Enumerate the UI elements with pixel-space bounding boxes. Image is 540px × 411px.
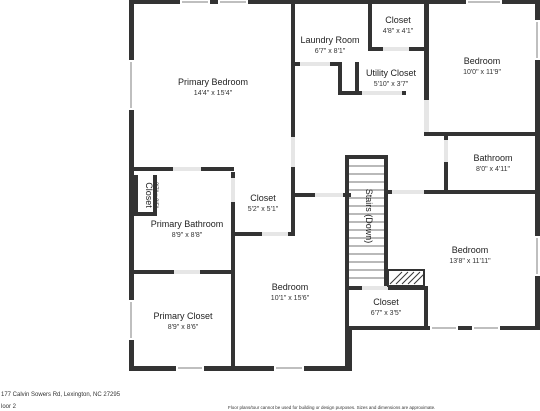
- room-stairs-name: Stairs (Down): [364, 189, 374, 244]
- room-closet-bottom-name: Closet: [373, 297, 399, 307]
- wall-bedroom-bottom-right: [345, 236, 349, 371]
- wall-utility-left: [338, 62, 342, 92]
- room-primary-bedroom-name: Primary Bedroom: [178, 77, 248, 87]
- window-bottom-2-pane: [276, 367, 302, 369]
- wall-stairs-right: [384, 155, 388, 287]
- room-bathroom-name: Bathroom: [473, 153, 512, 163]
- wall-primary-bedroom-bottom-right: [291, 167, 295, 193]
- window-left-2-pane: [130, 302, 132, 338]
- room-bedroom-top-right-name: Bedroom: [464, 56, 501, 66]
- wall-primary-bedroom-right: [291, 0, 295, 137]
- window-bottom-4-pane: [474, 327, 498, 329]
- wall-utility-inner: [355, 62, 359, 95]
- room-laundry-dims: 6'7" x 8'1": [315, 48, 346, 55]
- wall-bottom-left: [129, 366, 352, 371]
- window-left-1-pane: [130, 62, 132, 108]
- wall-closet-mid-right: [291, 193, 295, 236]
- room-primary-bedroom-dims: 14'4" x 15'4": [194, 90, 233, 97]
- wall-bathroom-bottom: [424, 190, 540, 194]
- wall-bottom-step: [347, 326, 352, 371]
- door-closet-mid: [262, 232, 288, 236]
- wall-top-outer: [129, 0, 540, 4]
- wall-stairs-top: [345, 155, 388, 159]
- door-bathroom: [444, 140, 448, 162]
- room-laundry-name: Laundry Room: [300, 35, 359, 45]
- window-top-3-pane: [468, 1, 500, 3]
- door-closet-left: [231, 178, 235, 202]
- door-bedroom-top-right: [424, 100, 429, 132]
- door-primary-bathroom: [173, 167, 201, 171]
- room-bedroom-bottom-name: Bedroom: [272, 282, 309, 292]
- window-bottom-1-pane: [178, 367, 202, 369]
- stairs-treads: [349, 165, 384, 279]
- room-closet-top-dims: 4'8" x 4'1": [383, 28, 414, 35]
- hatched-chase: [387, 269, 425, 287]
- room-primary-bathroom-name: Primary Bathroom: [151, 219, 224, 229]
- wall-right-outer: [535, 0, 540, 330]
- window-right-1-pane: [536, 22, 538, 58]
- openings: [129, 0, 540, 371]
- address-label: 177 Calvin Sowers Rd, Lexington, NC 2729…: [1, 392, 121, 398]
- room-bedroom-right-dims: 13'8" x 11'11": [449, 258, 491, 265]
- floor-label: loor 2: [1, 404, 17, 410]
- door-laundry: [300, 62, 330, 66]
- room-closet-mid-dims: 5'2" x 5'1": [248, 206, 279, 213]
- wall-left-outer: [129, 0, 134, 371]
- wall-closet-bottom-right: [424, 286, 428, 330]
- wall-stairs-right-return: [384, 190, 394, 194]
- room-bedroom-top-right-dims: 10'0" x 11'9": [463, 69, 501, 76]
- room-labels: Primary Bedroom 14'4" x 15'4" Laundry Ro…: [144, 15, 513, 331]
- room-closet-mid-name: Closet: [250, 193, 276, 203]
- window-right-2-pane: [536, 238, 538, 274]
- room-primary-closet-dims: 8'9" x 8'6": [168, 324, 199, 331]
- wall-closet-left-inner-left: [134, 175, 138, 215]
- wall-bedroom-tr-bottom: [424, 132, 540, 136]
- room-bedroom-bottom-dims: 10'1" x 15'6": [271, 295, 310, 302]
- room-primary-closet-name: Primary Closet: [153, 311, 213, 321]
- door-closet-top: [383, 47, 409, 51]
- door-bedroom-bottom: [315, 193, 343, 197]
- door-primary-closet: [174, 270, 200, 274]
- room-primary-bathroom-dims: 8'9" x 8'8": [172, 232, 203, 239]
- room-bathroom-dims: 8'0" x 4'11": [476, 166, 510, 173]
- disclaimer-text: Floor plans/tour cannot be used for buil…: [228, 405, 436, 410]
- wall-bedroom-tr-left: [424, 0, 429, 100]
- room-utility-closet-dims: 5'10" x 3'7": [374, 81, 409, 88]
- door-primary-bedroom: [291, 137, 295, 167]
- room-closet-left-name: Closet: [144, 182, 154, 208]
- floor-area: [130, 0, 540, 370]
- window-bottom-3-pane: [432, 327, 456, 329]
- room-closet-bottom-dims: 6'7" x 3'5": [371, 310, 402, 317]
- window-top-2-pane: [220, 1, 246, 3]
- wall-closet-left-bottom: [134, 212, 157, 216]
- room-closet-top-name: Closet: [385, 15, 411, 25]
- window-top-1-pane: [182, 1, 208, 3]
- wall-closet-left-right: [153, 175, 157, 215]
- room-closet-left-dims: 2'7" x 3'5": [152, 182, 158, 208]
- room-bedroom-right-name: Bedroom: [452, 245, 489, 255]
- room-utility-closet-name: Utility Closet: [366, 68, 417, 78]
- door-bedroom-right: [392, 190, 424, 194]
- wall-closet-top-left: [368, 0, 372, 50]
- door-utility: [362, 91, 402, 95]
- door-closet-bottom: [362, 286, 388, 290]
